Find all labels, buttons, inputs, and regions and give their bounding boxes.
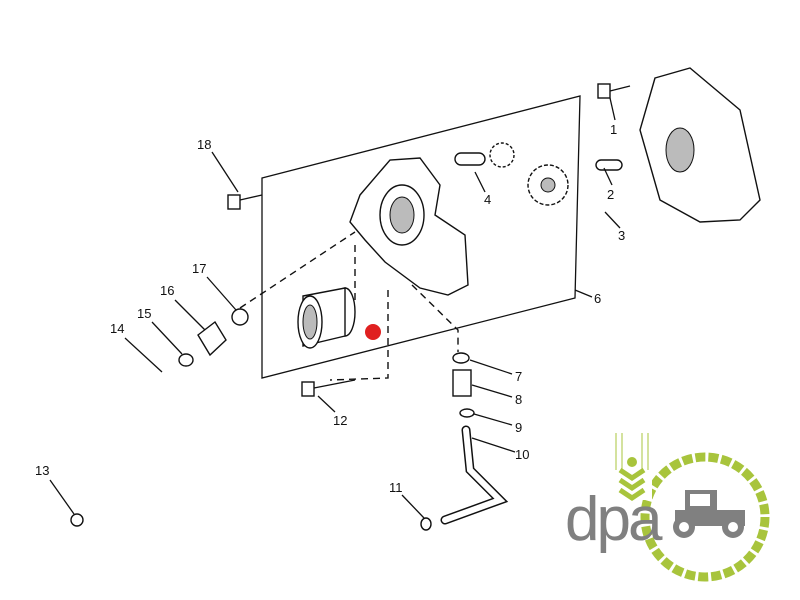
pump-cover [595, 67, 761, 223]
fitting-16 [197, 320, 227, 357]
marker-dot [365, 324, 381, 340]
assembly-panel-outline [261, 95, 581, 379]
o-ring-15 [178, 353, 194, 367]
callout-8: 8 [515, 392, 522, 407]
callout-6: 6 [594, 291, 601, 306]
callout-16: 16 [160, 283, 174, 298]
callout-7: 7 [515, 369, 522, 384]
pump-housing [349, 157, 469, 296]
gears [454, 142, 569, 206]
o-ring-17 [231, 308, 249, 326]
callout-4: 4 [484, 192, 491, 207]
fitting-8 [452, 369, 472, 397]
leader-lines [49, 97, 621, 519]
callout-12: 12 [333, 413, 347, 428]
guide-line [239, 231, 356, 309]
callout-3: 3 [618, 228, 625, 243]
callout-17: 17 [192, 261, 206, 276]
o-ring-7 [452, 352, 470, 364]
callout-1: 1 [610, 122, 617, 137]
callout-18: 18 [197, 137, 211, 152]
callout-2: 2 [607, 187, 614, 202]
callout-15: 15 [137, 306, 151, 321]
svg-text:dpa: dpa [565, 485, 663, 554]
bolt-12 [301, 379, 356, 397]
callout-10: 10 [515, 447, 529, 462]
callout-13: 13 [35, 463, 49, 478]
bolt-18 [227, 194, 263, 210]
guide-line [411, 284, 459, 352]
washer-13 [70, 513, 84, 527]
bearing [297, 287, 356, 349]
callout-9: 9 [515, 420, 522, 435]
callout-11: 11 [389, 480, 403, 495]
guide-line [329, 245, 389, 381]
o-ring-11 [420, 517, 432, 531]
dpa-logo: dpa [565, 433, 770, 582]
callout-14: 14 [110, 321, 124, 336]
o-ring-9 [459, 408, 475, 418]
